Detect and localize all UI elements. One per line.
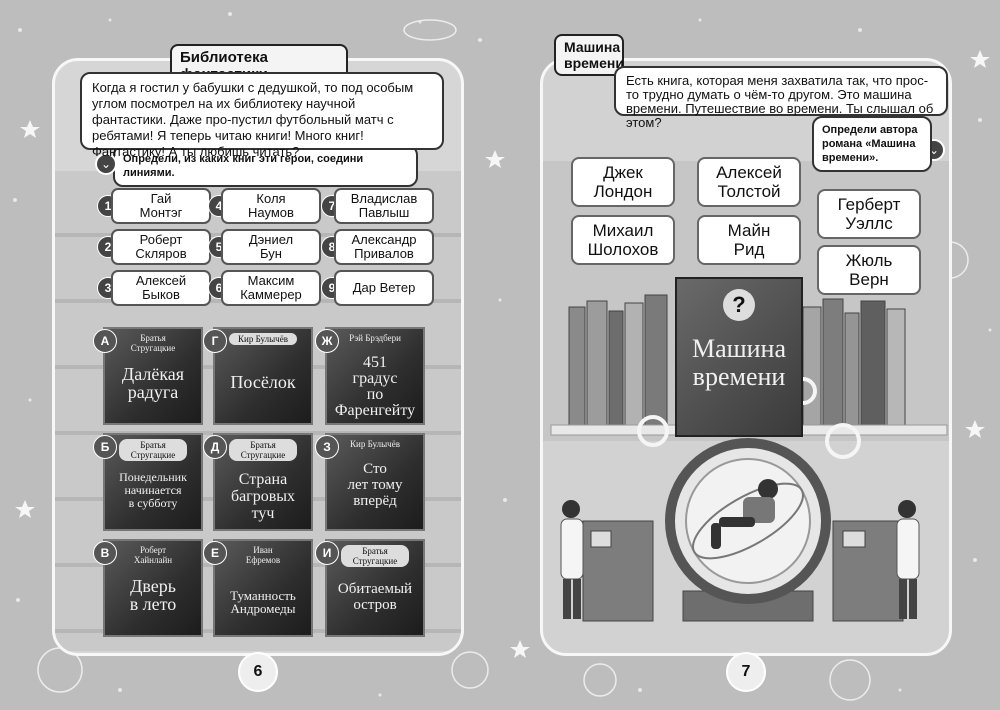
book-title: Дверь в лето <box>129 576 177 614</box>
right-page-panel: ⌄ Джек Лондон Алексей Толстой Герберт Уэ… <box>540 58 952 656</box>
book-title: Посёлок <box>230 372 296 392</box>
speech-bubble: Когда я гостил у бабушки с дедушкой, то … <box>80 72 444 159</box>
book-title: 451 градус по Фаренгейту <box>334 354 416 419</box>
book-author: Братья Стругацкие <box>130 333 176 353</box>
book-cover[interactable]: Роберт Хайнлайн Дверь в лето <box>103 539 203 637</box>
hero-card[interactable]: Максим Каммерер <box>221 270 321 306</box>
book-letter: З <box>315 435 339 459</box>
author-card[interactable]: Жюль Верн <box>817 245 921 295</box>
book-author: Иван Ефремов <box>245 545 281 565</box>
book-author: Кир Булычёв <box>350 439 400 449</box>
book-title: Сто лет тому вперёд <box>347 461 403 509</box>
book-cover[interactable]: Братья Стругацкие Обитаемый остров <box>325 539 425 637</box>
author-card[interactable]: Михаил Шолохов <box>571 215 675 265</box>
hero-card[interactable]: Александр Привалов <box>334 229 434 265</box>
hero-card[interactable]: Алексей Быков <box>111 270 211 306</box>
book-cover[interactable]: Кир Булычёв Посёлок <box>213 327 313 425</box>
book-cover[interactable]: Кир Булычёв Сто лет тому вперёд <box>325 433 425 531</box>
book-letter: Д <box>203 435 227 459</box>
task-instruction: Определи автора романа «Машина времени». <box>812 116 932 172</box>
page-number: 6 <box>238 652 278 692</box>
chevron-down-icon: ⌄ <box>95 153 117 175</box>
page-title: Машина времени <box>554 34 624 76</box>
book-letter: Е <box>203 541 227 565</box>
traveler-figure <box>711 479 778 549</box>
author-card[interactable]: Герберт Уэллс <box>817 189 921 239</box>
book-author: Братья Стругацкие <box>119 439 187 461</box>
book-author: Роберт Хайнлайн <box>133 545 173 565</box>
hero-card[interactable]: Гай Монтэг <box>111 188 211 224</box>
page-number: 7 <box>726 652 766 692</box>
book-author: Братья Стругацкие <box>341 545 409 567</box>
book-title: Страна багровых туч <box>230 471 296 522</box>
hero-card[interactable]: Роберт Скляров <box>111 229 211 265</box>
author-card[interactable]: Алексей Толстой <box>697 157 801 207</box>
book-cover[interactable]: Братья Стругацкие Понедельник начинается… <box>103 433 203 531</box>
book-title: Туманность Андромеды <box>230 588 296 616</box>
book-letter: Г <box>203 329 227 353</box>
time-machine-book[interactable]: ? Машина времени <box>675 277 803 437</box>
book-author: Кир Булычёв <box>229 333 297 345</box>
time-machine-illustration <box>550 294 948 622</box>
hero-card[interactable]: Дэниел Бун <box>221 229 321 265</box>
hero-card[interactable]: Дар Ветер <box>334 270 434 306</box>
book-cover[interactable]: Иван Ефремов Туманность Андромеды <box>213 539 313 637</box>
author-card[interactable]: Джек Лондон <box>571 157 675 207</box>
book-cover[interactable]: Братья Стругацкие Страна багровых туч <box>213 433 313 531</box>
author-card[interactable]: Майн Рид <box>697 215 801 265</box>
book-letter: В <box>93 541 117 565</box>
book-title: Обитаемый остров <box>337 581 413 613</box>
book-letter: Ж <box>315 329 339 353</box>
book-cover[interactable]: Братья Стругацкие Далёкая радуга <box>103 327 203 425</box>
book-author: Братья Стругацкие <box>229 439 297 461</box>
scientist-figures <box>560 500 920 619</box>
hero-card[interactable]: Владислав Павлыш <box>334 188 434 224</box>
hero-card[interactable]: Коля Наумов <box>221 188 321 224</box>
left-page-panel: Определи, из каких книг эти герои, соеди… <box>52 58 464 656</box>
book-cover[interactable]: Рэй Брэдбери 451 градус по Фаренгейту <box>325 327 425 425</box>
book-title: Понедельник начинается в субботу <box>119 470 187 510</box>
book-title: Далёкая радуга <box>121 364 185 402</box>
book-title: Машина времени <box>691 334 787 391</box>
question-mark: ? <box>723 289 755 321</box>
book-letter: А <box>93 329 117 353</box>
book-author: Рэй Брэдбери <box>349 333 401 343</box>
speech-bubble: Есть книга, которая меня захватила так, … <box>614 66 948 130</box>
book-letter: Б <box>93 435 117 459</box>
book-letter: И <box>315 541 339 565</box>
